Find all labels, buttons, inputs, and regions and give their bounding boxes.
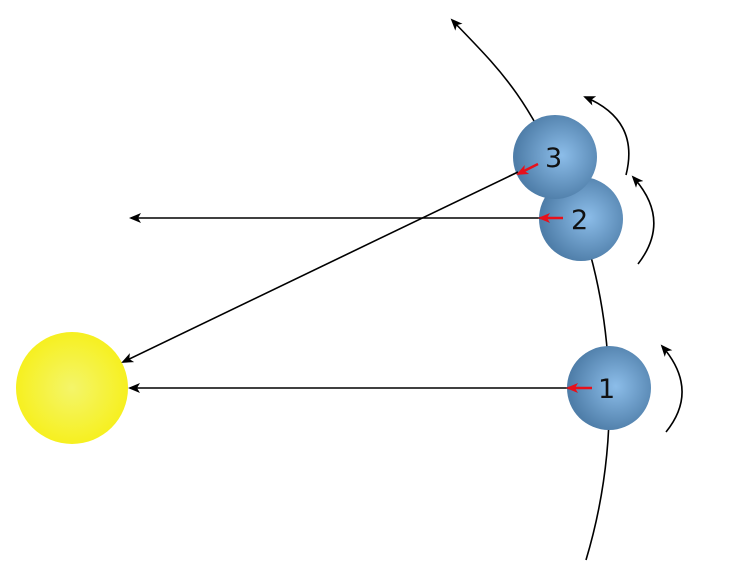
planet-label-2: 2 [571, 205, 588, 236]
planet-label-3: 3 [545, 143, 562, 174]
orbit-path [450, 18, 611, 561]
planet-1 [567, 346, 651, 430]
planet-3 [513, 115, 597, 199]
sun [16, 332, 128, 444]
rotation-arrow-1 [660, 344, 683, 433]
direction-line-3-to-sun [121, 171, 519, 363]
rotation-arrow-3 [583, 96, 630, 176]
planet-label-1: 1 [598, 374, 615, 405]
rotation-arrow-2 [631, 175, 655, 265]
red-arrow-3 [516, 162, 539, 176]
